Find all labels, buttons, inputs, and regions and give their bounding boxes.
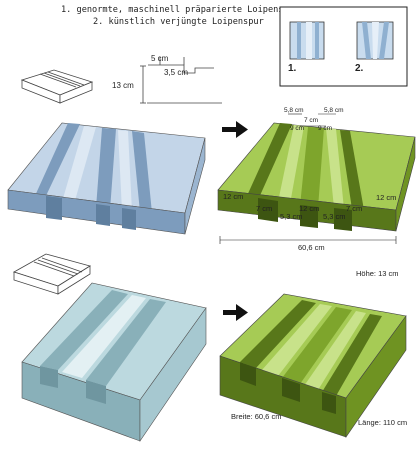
profile-sketch <box>140 57 222 104</box>
dim-side-right: 12 cm <box>376 193 396 202</box>
block-height-label: Höhe: 13 cm <box>356 269 399 278</box>
green-track-block <box>217 122 416 232</box>
sketch-block-top <box>20 69 94 104</box>
caption-line-1: 1. genormte, maschinell präparierte Loip… <box>61 5 299 15</box>
dim-top-right: 5,8 cm <box>324 107 344 114</box>
dim-center: 12 cm <box>299 204 319 213</box>
block-length-label: Länge: 110 cm <box>358 418 407 427</box>
dim-inner-left: 9 cm <box>290 125 304 132</box>
dim-side-left: 12 cm <box>223 192 243 201</box>
caption-line-2: 2. künstlich verjüngte Loipenspur <box>93 17 264 27</box>
legend-label-2: 2. <box>355 63 364 74</box>
block-width-label: Breite: 60,6 cm <box>231 412 281 421</box>
profile-height-label: 13 cm <box>112 81 134 90</box>
cyan-track-block <box>21 282 207 442</box>
profile-depth-label: 5 cm <box>151 54 169 63</box>
dim-groove-right: 7 cm <box>346 204 362 213</box>
legend-swatch-parallel <box>289 21 325 60</box>
dim-mid: 7 cm <box>304 117 318 124</box>
dim-inner-right: 9 cm <box>318 125 332 132</box>
arrow-right-icon <box>222 121 248 138</box>
dim-bottom-right: 5,3 cm <box>323 212 346 221</box>
dim-groove-left: 7 cm <box>256 204 272 213</box>
legend-box: 1. 2. <box>279 6 408 87</box>
arrow-right-icon <box>223 304 248 321</box>
legend-label-1: 1. <box>288 63 297 74</box>
profile-step-label: 3,5 cm <box>164 68 188 77</box>
green-block-3d <box>219 293 407 438</box>
green-dimension-lines <box>219 113 397 244</box>
legend-swatch-tapered <box>356 21 394 60</box>
dim-top-left: 5,8 cm <box>284 107 304 114</box>
dim-bottom-left: 5,3 cm <box>280 212 303 221</box>
blue-track-block <box>7 122 206 235</box>
sketch-block-bottom <box>13 253 91 295</box>
dim-total-width: 60,6 cm <box>298 243 325 252</box>
